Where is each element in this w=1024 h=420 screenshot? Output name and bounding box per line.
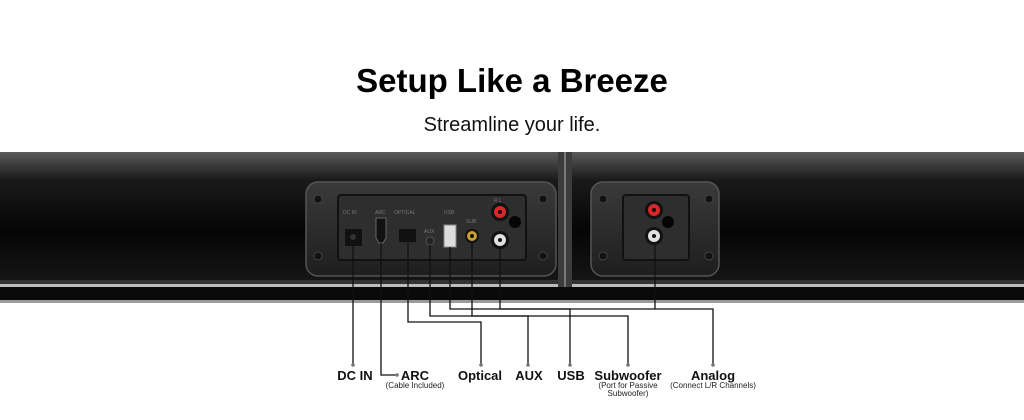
panel-label-dc-in: DC IN <box>343 210 357 216</box>
label-arc: ARC <box>401 368 430 383</box>
usb-port <box>443 224 457 248</box>
leader-lines <box>352 242 714 376</box>
note-subwoofer-1: (Port for Passive <box>598 381 658 390</box>
right-connector-panel <box>590 181 720 277</box>
label-aux: AUX <box>515 368 543 383</box>
panel-label-optical: OPTICAL <box>394 210 416 216</box>
label-subwoofer: Subwoofer <box>594 368 661 383</box>
aux-port <box>425 236 435 246</box>
panel-label-arc: ARC <box>375 210 386 216</box>
page-title: Setup Like a Breeze <box>356 62 668 99</box>
panel-label-rl: R L <box>494 198 502 204</box>
label-dc-in: DC IN <box>337 368 372 383</box>
panel-label-sub: SUB <box>466 219 477 225</box>
hdmi-arc-port <box>375 217 387 244</box>
label-analog: Analog <box>691 368 735 383</box>
note-arc: (Cable Included) <box>386 381 445 390</box>
panel-label-usb: USB <box>444 210 455 216</box>
note-analog: (Connect L/R Channels) <box>670 381 756 390</box>
note-subwoofer-2: Subwoofer) <box>608 389 649 398</box>
optical-port <box>399 229 416 242</box>
label-usb: USB <box>557 368 584 383</box>
page-subtitle: Streamline your life. <box>423 114 601 136</box>
left-connector-panel: DC IN ARC OPTICAL AUX USB SUB R L <box>305 181 557 277</box>
panel-label-aux: AUX <box>424 229 435 235</box>
label-optical: Optical <box>458 368 502 383</box>
